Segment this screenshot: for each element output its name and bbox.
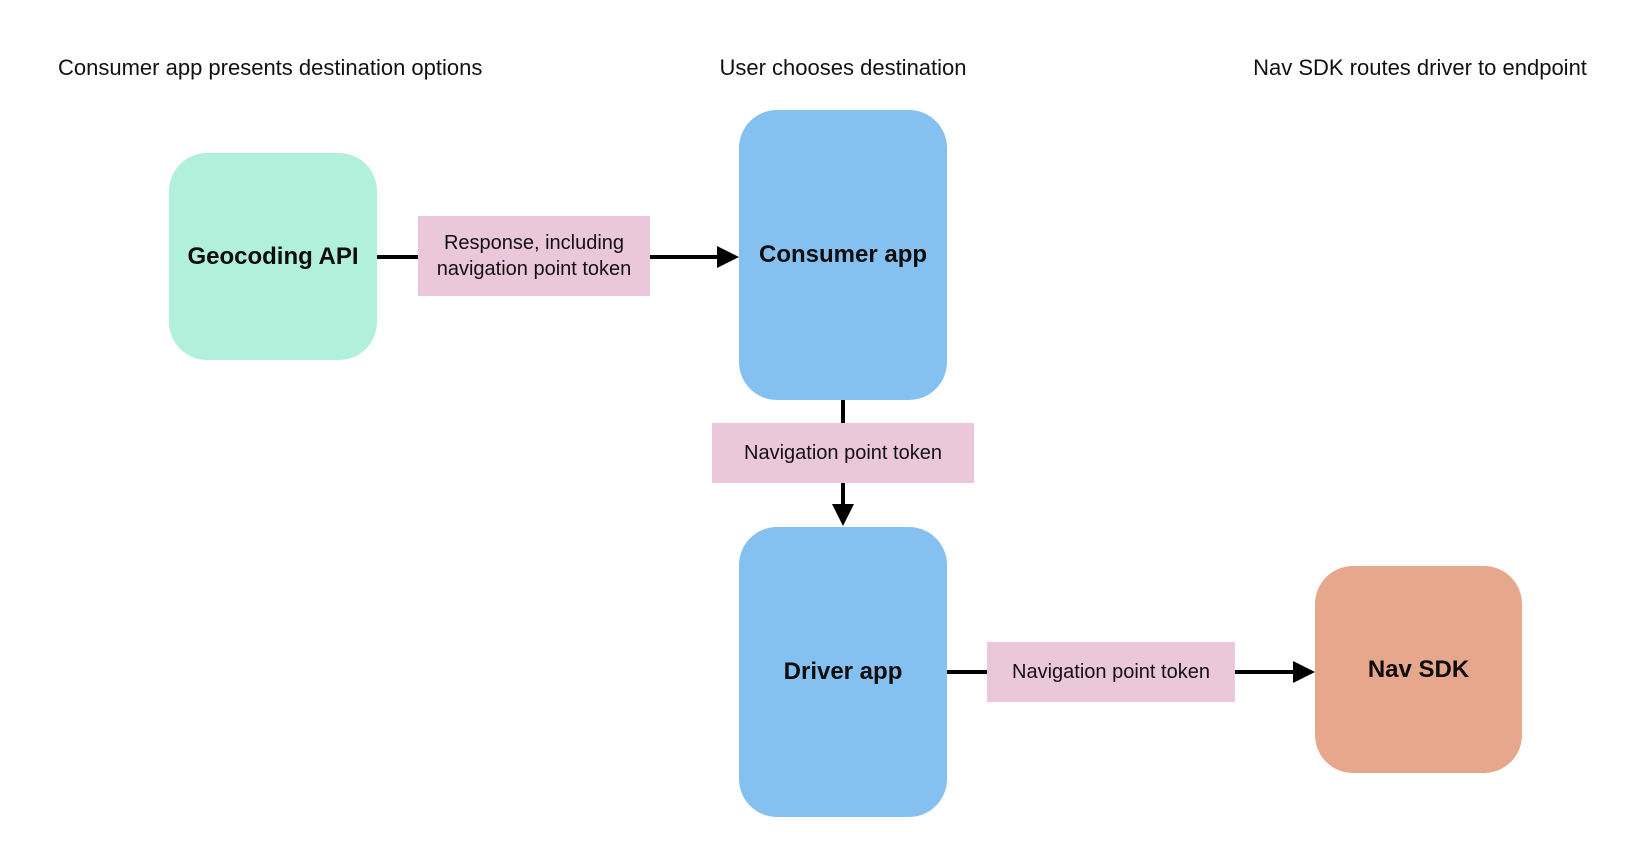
node-nav-sdk: Nav SDK: [1315, 566, 1522, 773]
node-label: Consumer app: [758, 241, 928, 268]
stage-caption-user-chooses: User chooses destination: [719, 55, 967, 80]
node-label: Geocoding API: [187, 242, 359, 270]
node-label: Driver app: [783, 658, 903, 685]
node-label: Nav SDK: [1367, 655, 1470, 683]
arrow-head: [1293, 661, 1315, 683]
node-driver-app: Driver app: [739, 527, 947, 817]
edge-label-navigation-point-token-2: Navigation point token: [987, 642, 1235, 702]
arrow-head: [832, 504, 854, 526]
edge-label-response-token: Response, including navigation point tok…: [418, 216, 650, 296]
node-consumer-app: Consumer app: [739, 110, 947, 400]
stage-caption-consumer-presents: Consumer app presents destination option…: [58, 55, 483, 80]
node-geocoding-api: Geocoding API: [169, 153, 377, 360]
edge-label-navigation-point-token-1: Navigation point token: [712, 423, 974, 483]
arrow-head: [717, 246, 739, 268]
stage-caption-navsdk-routes: Nav SDK routes driver to endpoint: [1253, 55, 1587, 80]
